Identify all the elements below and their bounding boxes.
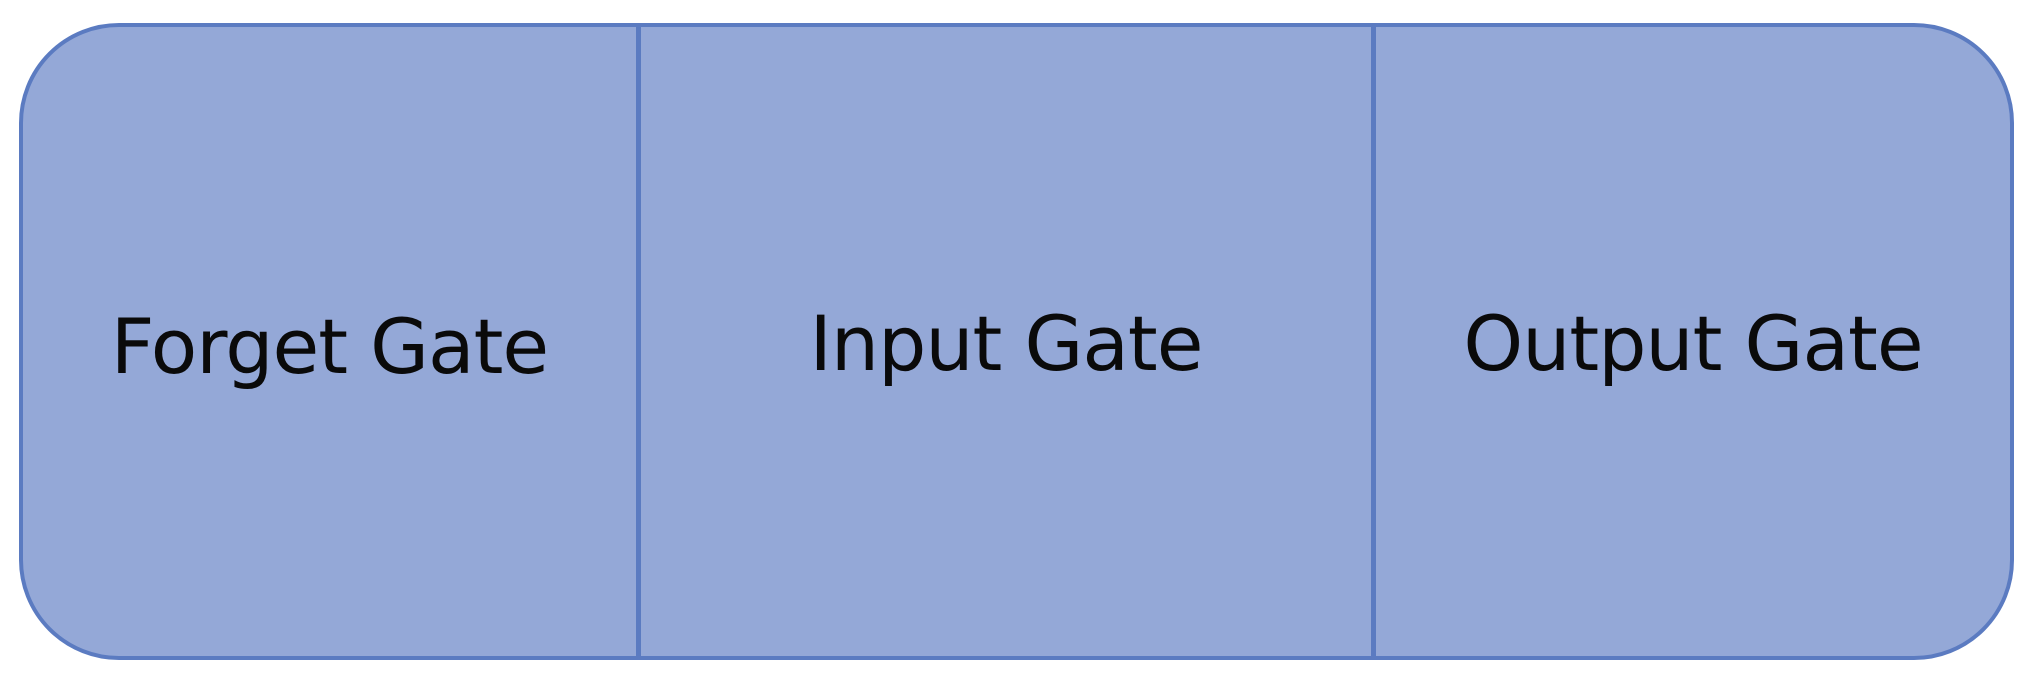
forget-gate-box: Forget Gate [23, 27, 636, 656]
gate-diagram: Forget Gate Input Gate Output Gate [19, 23, 2014, 660]
input-gate-label: Input Gate [809, 299, 1204, 388]
output-gate-label: Output Gate [1463, 299, 1923, 388]
forget-gate-label: Forget Gate [110, 302, 549, 391]
output-gate-box: Output Gate [1371, 27, 2010, 656]
input-gate-box: Input Gate [636, 27, 1371, 656]
